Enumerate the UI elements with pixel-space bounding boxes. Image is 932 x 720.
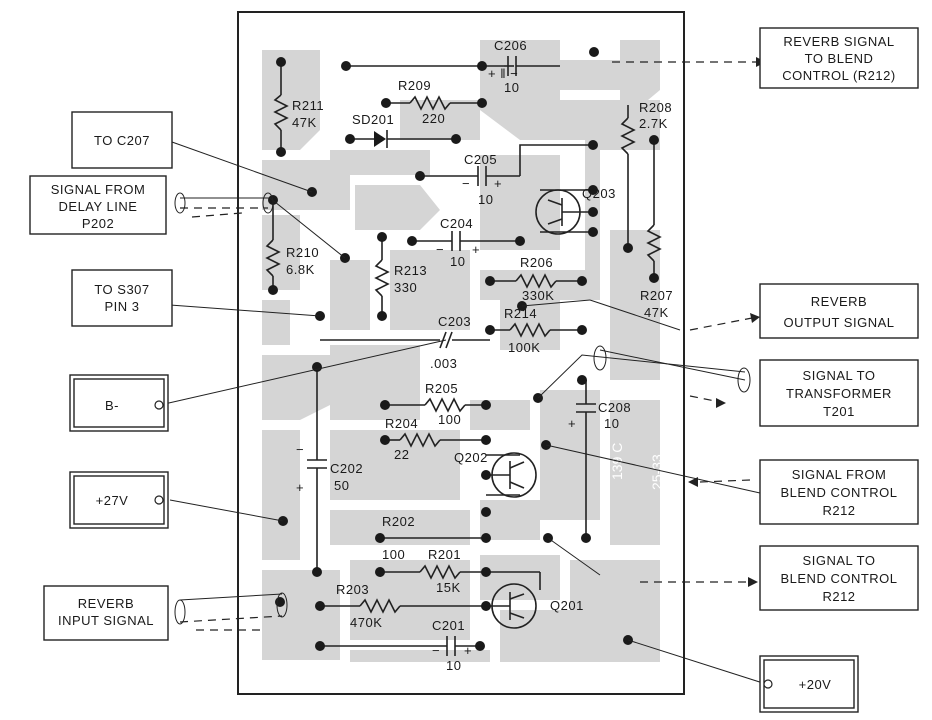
reverb-input-line-2: INPUT SIGNAL xyxy=(58,613,154,628)
r208-label: R208 xyxy=(639,100,672,115)
callout-to-s307: TO S307 PIN 3 xyxy=(71,269,173,327)
c204-pos: + xyxy=(472,242,480,257)
r211-label: R211 xyxy=(292,98,324,113)
r203-label: R203 xyxy=(336,582,369,597)
reverb-to-blend-line-3: CONTROL (R212) xyxy=(782,68,895,83)
to-c207-text: TO C207 xyxy=(94,133,150,148)
r205-value: 100 xyxy=(438,412,461,427)
reverb-input-line-1: REVERB xyxy=(78,596,134,611)
delay-line-line-2: DELAY LINE xyxy=(59,199,138,214)
c201-pos: + xyxy=(464,643,472,658)
r202-label: R202 xyxy=(382,514,415,529)
terminal-b-minus: B- xyxy=(69,374,169,432)
c208-pos: + xyxy=(568,416,576,431)
terminal-plus-20v: +20V xyxy=(759,655,859,713)
c203-label: C203 xyxy=(438,314,471,329)
to-transformer-line-2: TRANSFORMER xyxy=(786,386,892,401)
delay-line-line-3: P202 xyxy=(82,216,114,231)
callout-signal-to-transformer: SIGNAL TO TRANSFORMER T201 xyxy=(759,359,919,427)
board-marking-line-2: 25-33 xyxy=(649,454,665,490)
to-blend-line-1: SIGNAL TO xyxy=(803,553,876,568)
c204-value: 10 xyxy=(450,254,465,269)
r208-value: 2.7K xyxy=(639,116,668,131)
r201-label: R201 xyxy=(428,547,461,562)
r205-label: R205 xyxy=(425,381,458,396)
callout-reverb-signal-to-blend: REVERB SIGNAL TO BLEND CONTROL (R212) xyxy=(759,27,919,89)
c205-label: C205 xyxy=(464,152,497,167)
plus-27v-text: +27V xyxy=(96,493,129,508)
terminal-plus-27v: +27V xyxy=(69,471,169,529)
r209-value: 220 xyxy=(422,111,445,126)
c208-label: C208 xyxy=(598,400,631,415)
c202-pos: + xyxy=(296,480,304,495)
from-blend-line-2: BLEND CONTROL xyxy=(780,485,897,500)
callout-reverb-input-signal: REVERB INPUT SIGNAL xyxy=(43,585,169,641)
r204-label: R204 xyxy=(385,416,418,431)
b-minus-text: B- xyxy=(105,398,119,413)
to-transformer-line-3: T201 xyxy=(823,404,855,419)
reverb-output-line-2: OUTPUT SIGNAL xyxy=(783,315,894,330)
r203-value: 470K xyxy=(350,615,382,630)
c206-pol: + ‖ − xyxy=(488,66,518,81)
r207-value: 47K xyxy=(644,305,669,320)
callout-reverb-output-signal: REVERB OUTPUT SIGNAL xyxy=(759,283,919,339)
r207-label: R207 xyxy=(640,288,673,303)
c201-value: 10 xyxy=(446,658,461,673)
r206-label: R206 xyxy=(520,255,553,270)
delay-line-line-1: SIGNAL FROM xyxy=(51,182,146,197)
r206-value: 330K xyxy=(522,288,554,303)
callout-to-c207: TO C207 xyxy=(71,111,173,169)
reverb-to-blend-line-2: TO BLEND xyxy=(805,51,874,66)
r210-value: 6.8K xyxy=(286,262,315,277)
c205-pos: + xyxy=(494,176,502,191)
sd201-label: SD201 xyxy=(352,112,394,127)
r202-value: 100 xyxy=(382,547,405,562)
pcb-traces xyxy=(262,40,660,662)
r209-label: R209 xyxy=(398,78,431,93)
reverb-output-line-1: REVERB xyxy=(811,294,867,309)
c202-label: C202 xyxy=(330,461,363,476)
to-s307-line-1: TO S307 xyxy=(94,282,149,297)
reverb-to-blend-line-1: REVERB SIGNAL xyxy=(783,34,894,49)
c206-label: C206 xyxy=(494,38,527,53)
callout-signal-to-blend-control: SIGNAL TO BLEND CONTROL R212 xyxy=(759,545,919,611)
to-transformer-line-1: SIGNAL TO xyxy=(803,368,876,383)
r211-value: 47K xyxy=(292,115,317,130)
c203-value: .003 xyxy=(430,356,457,371)
r213-value: 330 xyxy=(394,280,417,295)
r214-value: 100K xyxy=(508,340,540,355)
from-blend-line-3: R212 xyxy=(822,503,855,518)
r213-label: R213 xyxy=(394,263,427,278)
leader-lines xyxy=(159,57,767,685)
to-blend-line-3: R212 xyxy=(822,589,855,604)
c202-neg: − xyxy=(296,442,304,457)
q202-label: Q202 xyxy=(454,450,488,465)
q203-label: Q203 xyxy=(582,186,616,201)
r210-label: R210 xyxy=(286,245,319,260)
c202-value: 50 xyxy=(334,478,349,493)
callout-signal-from-delay-line: SIGNAL FROM DELAY LINE P202 xyxy=(29,175,167,235)
c205-neg: − xyxy=(462,176,470,191)
q201-label: Q201 xyxy=(550,598,584,613)
callout-signal-from-blend-control: SIGNAL FROM BLEND CONTROL R212 xyxy=(759,459,919,525)
plus-20v-text: +20V xyxy=(799,677,832,692)
c206-value: 10 xyxy=(504,80,519,95)
to-s307-line-2: PIN 3 xyxy=(104,299,139,314)
solder-pads xyxy=(268,47,659,651)
c204-label: C204 xyxy=(440,216,473,231)
c204-neg: − xyxy=(436,242,444,257)
r204-value: 22 xyxy=(394,447,409,462)
component-labels: C206 + ‖ − 10 R209 220 R211 47K SD201 R2… xyxy=(286,38,673,673)
r214-label: R214 xyxy=(504,306,537,321)
r201-value: 15K xyxy=(436,580,461,595)
component-wiring xyxy=(265,56,662,656)
c205-value: 10 xyxy=(478,192,493,207)
c208-value: 10 xyxy=(604,416,619,431)
c201-neg: − xyxy=(432,643,440,658)
c201-label: C201 xyxy=(432,618,465,633)
to-blend-line-2: BLEND CONTROL xyxy=(780,571,897,586)
from-blend-line-1: SIGNAL FROM xyxy=(792,467,887,482)
